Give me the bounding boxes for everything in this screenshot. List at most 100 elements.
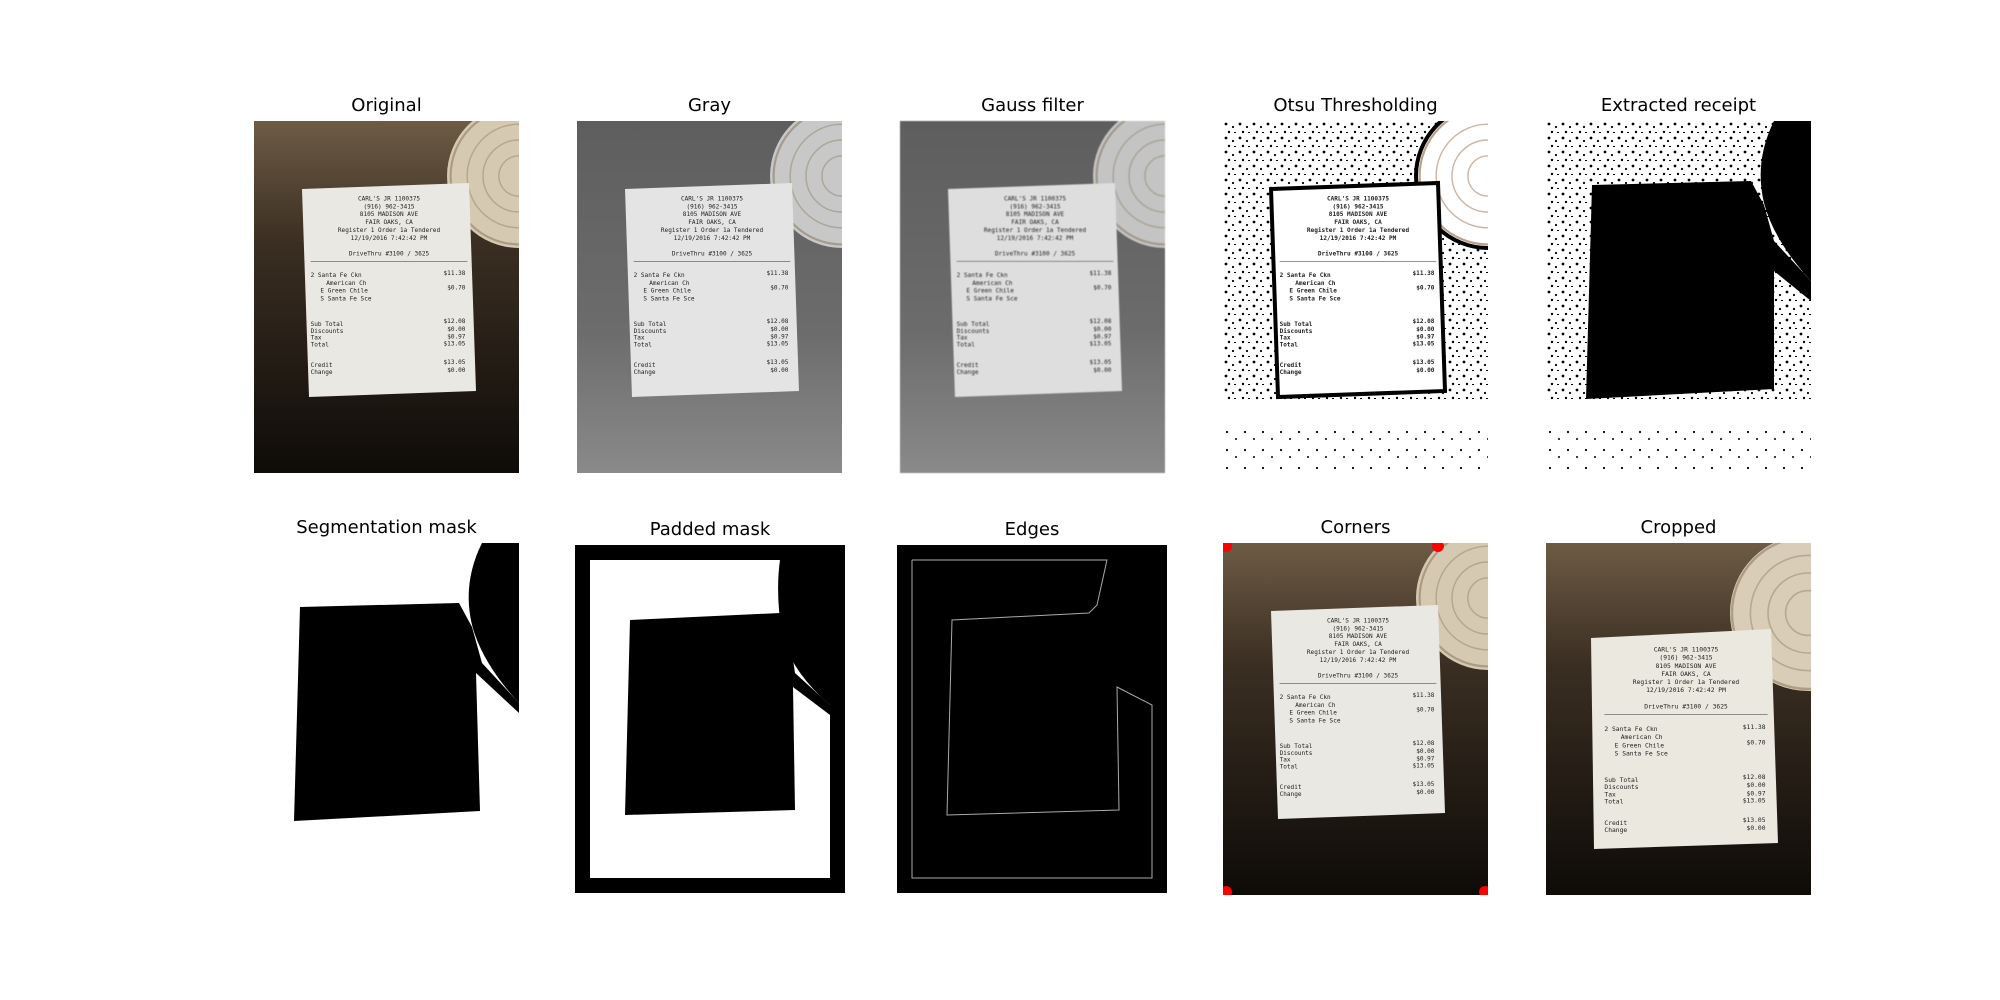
receipt-total-price: $13.05 (1413, 763, 1435, 770)
receipt-header-line: (916) 962-3415 (686, 203, 737, 210)
receipt-header-line: CARL'S JR 1100375 (1654, 646, 1719, 653)
panel-segmentation: Segmentation mask (254, 543, 519, 895)
panel-title: Padded mask (575, 519, 845, 540)
receipt-item-name: E Green Chile (966, 288, 1014, 295)
receipt-total-price: $0.00 (1416, 326, 1435, 333)
receipt-header-line: FAIR OAKS, CA (1334, 641, 1382, 648)
receipt-header-line: FAIR OAKS, CA (365, 219, 413, 226)
receipt-header-line: Register 1 Order 1a Tendered (338, 227, 441, 234)
panel-title: Otsu Thresholding (1223, 95, 1488, 116)
receipt-total-price: $0.00 (770, 326, 789, 333)
receipt-item-name: 2 Santa Fe Ckn (1280, 694, 1331, 701)
receipt-header-line: 8105 MADISON AVE (1656, 663, 1717, 670)
receipt-header-line: 12/19/2016 7:42:42 PM (674, 235, 751, 242)
receipt-item-name: S Santa Fe Sce (966, 296, 1017, 303)
receipt-item-name: S Santa Fe Sce (643, 296, 694, 303)
receipt-header-line: DriveThru #3100 / 3625 (995, 250, 1076, 257)
receipt-header-line: 12/19/2016 7:42:42 PM (1320, 235, 1397, 242)
receipt-item-name: 2 Santa Fe Ckn (311, 272, 362, 279)
receipt-header-line: 8105 MADISON AVE (683, 211, 742, 218)
edges-image (897, 545, 1167, 893)
receipt-header-line: CARL'S JR 1100375 (1327, 618, 1389, 625)
receipt-header-line: (916) 962-3415 (1659, 655, 1712, 662)
panel-gauss: Gauss filter CARL'S JR 1100375 (916) 962… (900, 121, 1165, 473)
receipt-total-price: $12.08 (767, 318, 789, 325)
receipt-header-line: (916) 962-3415 (1009, 203, 1060, 210)
receipt-item-price: $0.70 (1747, 739, 1766, 746)
panel-title: Cropped (1546, 517, 1811, 538)
receipt-item-name: American Ch (649, 280, 689, 287)
receipt-payment-price: $13.05 (1090, 359, 1112, 366)
receipt-total-name: Discounts (1604, 784, 1638, 791)
receipt-header-line: CARL'S JR 1100375 (1327, 196, 1389, 203)
receipt-payment-price: $13.05 (767, 359, 789, 366)
panel-title: Gauss filter (900, 95, 1165, 116)
gray-image: CARL'S JR 1100375 (916) 962-3415 8105 MA… (577, 121, 842, 473)
receipt-payment-price: $13.05 (1413, 781, 1435, 788)
receipt-total-price: $12.08 (1413, 740, 1435, 747)
receipt-total-price: $12.08 (1413, 318, 1435, 325)
receipt-header-line: 8105 MADISON AVE (1329, 633, 1388, 640)
receipt-total-name: Total (634, 342, 653, 349)
receipt-total-price: $0.00 (1747, 782, 1766, 789)
receipt-header-line: DriveThru #3100 / 3625 (1644, 704, 1728, 711)
receipt-total-price: $13.05 (767, 341, 789, 348)
receipt-header-line: CARL'S JR 1100375 (681, 196, 743, 203)
receipt-total-name: Total (1280, 342, 1299, 349)
receipt-total-name: Total (311, 342, 330, 349)
receipt-item-name: American Ch (1295, 702, 1335, 709)
receipt-payment-price: $0.00 (770, 367, 789, 374)
receipt-payment-price: $13.05 (1743, 817, 1766, 824)
receipt-item-name: American Ch (326, 280, 366, 287)
receipt-total-name: Total (1280, 764, 1299, 771)
receipt-total-price: $13.05 (1413, 341, 1435, 348)
receipt-total-price: $0.00 (1416, 748, 1435, 755)
receipt-header-line: FAIR OAKS, CA (1334, 219, 1382, 226)
receipt-header-line: Register 1 Order 1a Tendered (1307, 649, 1410, 656)
receipt-header-line: 8105 MADISON AVE (360, 211, 419, 218)
panel-corners: Corners CARL'S JR 1100375 (916) 962-3415… (1223, 543, 1488, 895)
receipt-header-line: CARL'S JR 1100375 (358, 196, 420, 203)
receipt-total-price: $0.00 (1093, 326, 1112, 333)
receipt-header-line: FAIR OAKS, CA (1011, 219, 1059, 226)
receipt-header-line: 12/19/2016 7:42:42 PM (997, 235, 1074, 242)
receipt-item-price: $11.38 (1413, 270, 1435, 277)
receipt-total-price: $13.05 (1090, 341, 1112, 348)
receipt-item-name: E Green Chile (1289, 287, 1337, 295)
panel-edges: Edges (897, 545, 1167, 893)
receipt-header-line: CARL'S JR 1100375 (1004, 196, 1066, 203)
receipt-payment-name: Credit (1604, 820, 1627, 827)
panel-original: Original CARL'S JR 1100375 (916) 962-341… (254, 121, 519, 473)
receipt-item-name: 2 Santa Fe Ckn (1280, 272, 1331, 279)
receipt-header-line: Register 1 Order 1a Tendered (661, 227, 764, 234)
receipt-header-line: DriveThru #3100 / 3625 (349, 250, 430, 257)
receipt-payment-price: $0.00 (447, 367, 466, 374)
receipt-total-price: $13.05 (444, 341, 466, 348)
cropped-image: CARL'S JR 1100375 (916) 962-3415 8105 MA… (1546, 543, 1811, 895)
receipt-payment-name: Change (957, 369, 979, 376)
panel-title: Extracted receipt (1546, 95, 1811, 116)
receipt-header-line: Register 1 Order 1a Tendered (1633, 679, 1740, 686)
panel-title: Corners (1223, 517, 1488, 538)
receipt-header-line: DriveThru #3100 / 3625 (1318, 672, 1399, 679)
receipt-payment-price: $13.05 (444, 359, 466, 366)
receipt-item-price: $0.70 (447, 285, 466, 292)
original-image: CARL'S JR 1100375 (916) 962-3415 8105 MA… (254, 121, 519, 473)
receipt-payment-name: Change (311, 369, 333, 376)
receipt-payment-name: Change (634, 369, 656, 376)
receipt-payment-price: $0.00 (1747, 825, 1766, 832)
segmentation-image (254, 543, 519, 895)
receipt-total-price: $0.97 (1747, 790, 1766, 797)
receipt-header-line: FAIR OAKS, CA (1661, 671, 1711, 678)
panel-extracted: Extracted receipt (1546, 121, 1811, 473)
receipt-item-name: 2 Santa Fe Ckn (957, 272, 1008, 279)
receipt-header-line: Register 1 Order 1a Tendered (1307, 226, 1410, 234)
receipt-item-name: S Santa Fe Sce (320, 296, 371, 303)
receipt-total-name: Tax (1604, 791, 1616, 798)
receipt-item-price: $0.70 (770, 285, 789, 292)
receipt-item-name: E Green Chile (1289, 710, 1337, 717)
receipt-total-name: Total (957, 342, 976, 349)
receipt-header-line: (916) 962-3415 (363, 203, 414, 210)
receipt-total-price: $12.08 (444, 318, 466, 325)
receipt-item-name: E Green Chile (643, 288, 691, 295)
